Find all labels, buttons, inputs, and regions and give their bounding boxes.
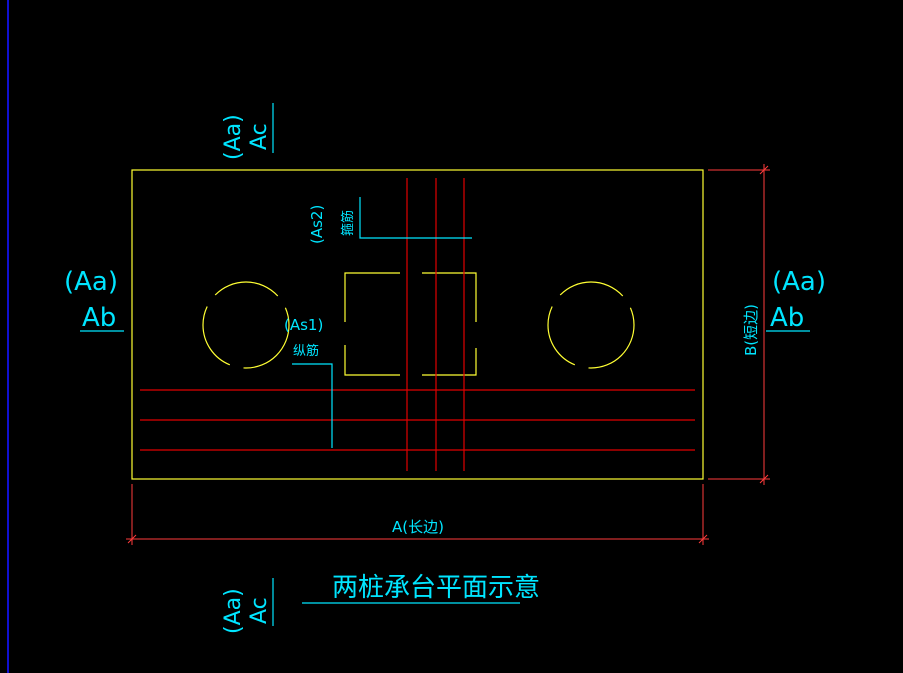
- drawing-title: 两桩承台平面示意: [332, 573, 540, 603]
- pile-circle-right: [547, 281, 635, 369]
- bottom-ac-label: Ac: [247, 597, 272, 624]
- column-outline: [344, 272, 477, 376]
- dimension-a: [126, 484, 709, 545]
- as1-leader: [292, 363, 333, 448]
- as2-leader: [359, 197, 472, 239]
- right-aa-label: (Aa): [772, 267, 826, 297]
- dim-a-label: A(长边): [392, 518, 444, 536]
- left-ab-label: Ab: [82, 303, 116, 333]
- left-aa-label: (Aa): [64, 267, 118, 297]
- stirrup-rebars: [406, 178, 465, 471]
- cap-outline: [131, 169, 704, 480]
- right-ab-label: Ab: [770, 303, 804, 333]
- dimension-b: [708, 164, 770, 485]
- as2-label: (As2): [308, 205, 326, 244]
- as2-sub-label: 箍筋: [340, 210, 356, 236]
- longitudinal-rebars: [140, 389, 695, 451]
- as1-sub-label: 纵筋: [293, 343, 319, 359]
- pile-circle-left: [202, 281, 290, 369]
- dim-b-label: B(短边): [742, 304, 760, 356]
- top-ac-label: Ac: [247, 123, 272, 150]
- top-aa-label: (Aa): [221, 114, 246, 160]
- as1-label: (As1): [284, 316, 323, 334]
- bottom-aa-label: (Aa): [221, 588, 246, 634]
